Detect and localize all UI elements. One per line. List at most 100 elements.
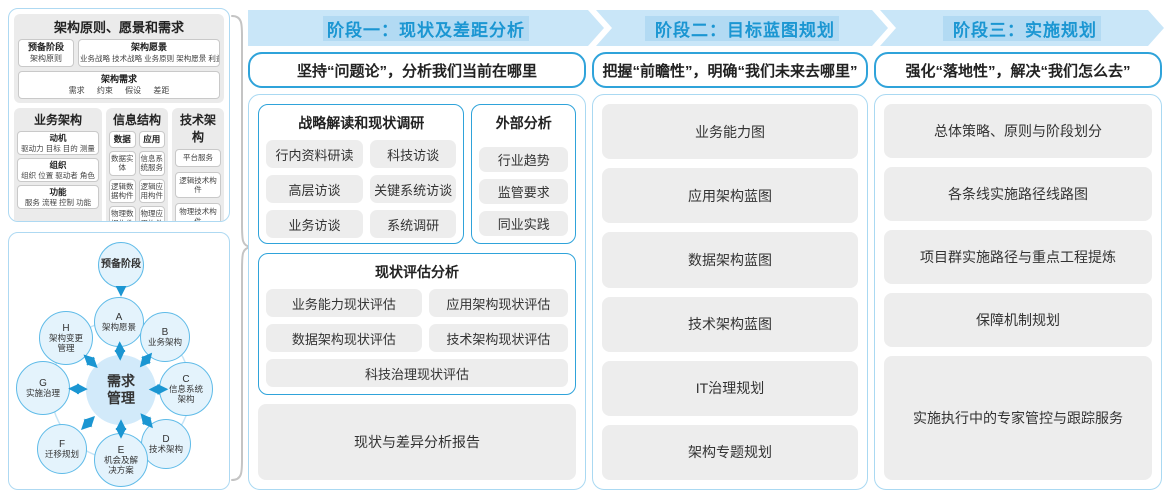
vision-content: 业务战略 技术战略 业务原则 架构愿景 利益相关者 (80, 53, 219, 63)
assessment-group-title: 现状评估分析 (375, 264, 459, 280)
external-analysis-title: 外部分析 (495, 115, 552, 131)
business-item-title: 动机 (49, 133, 67, 144)
gap-analysis-report-box: 现状与差异分析报告 (258, 404, 576, 480)
architecture-content-panel: 架构原则、愿景和需求 预备阶段 架构原则 架构愿景 业务战略 技术战略 业务原则… (8, 8, 230, 222)
adm-node-label: 迁移规划 (44, 448, 79, 459)
application-item: 逻辑应用构件 (138, 178, 165, 204)
data-item: 数据实体 (109, 150, 136, 176)
phase3-item: 总体策略、原则与阶段划分 (884, 104, 1152, 158)
phase3-column: 总体策略、原则与阶段划分 各条线实施路径线路图 项目群实施路径与重点工程提炼 保… (874, 94, 1162, 490)
phase1-band: 阶段一：现状及差距分析 (248, 10, 604, 46)
phase3-title: 阶段三：实施规划 (943, 16, 1101, 41)
adm-node-d: D 技术架构 (141, 419, 191, 469)
adm-cycle-diagram: 预备阶段 A 架构愿景 B 业务架构 C 信息系统架构 D 技术架构 (9, 233, 229, 489)
tech-item: 物理技术构件 (175, 203, 221, 221)
phase2-item: IT治理规划 (602, 360, 858, 416)
business-item: 功能 服务 流程 控制 功能 (17, 185, 99, 210)
phase2-item: 数据架构蓝图 (602, 232, 858, 288)
assessment-item: 科技治理现状评估 (266, 359, 568, 387)
business-item-title: 组织 (49, 160, 67, 171)
assessment-group: 现状评估分析 业务能力现状评估 应用架构现状评估 数据架构现状评估 技术架构现状… (258, 253, 576, 395)
business-architecture-column: 业务架构 动机 驱动力 目标 目的 测量 组织 组织 位置 驱动者 角色 功能 … (14, 108, 102, 221)
phase2-item: 应用架构蓝图 (602, 168, 858, 224)
prep-phase-content: 架构原则 (30, 53, 62, 63)
phase3-item: 各条线实施路径线路图 (884, 166, 1152, 221)
phase1-subtitle: 坚持“问题论”，分析我们当前在哪里 (248, 52, 586, 88)
phase1-column: 战略解读和现状调研 行内资料研读 科技访谈 高层访谈 关键系统访谈 业务访谈 系… (248, 94, 586, 490)
phase1-title: 阶段一：现状及差距分析 (323, 16, 529, 41)
adm-node-letter: A (115, 311, 123, 323)
tech-item: 逻辑技术构件 (175, 171, 221, 199)
adm-node-prep-label: 预备阶段 (101, 259, 141, 270)
technical-architecture-title: 技术架构 (179, 113, 216, 145)
phase2-item: 架构专题规划 (602, 424, 858, 481)
phase2-title: 阶段二：目标蓝图规划 (645, 16, 839, 41)
adm-center-node: 需求管理 (86, 355, 156, 425)
information-structure-title: 信息结构 (112, 113, 161, 128)
principles-section: 架构原则、愿景和需求 预备阶段 架构原则 架构愿景 业务战略 技术战略 业务原则… (14, 14, 224, 104)
business-architecture-title: 业务架构 (33, 113, 82, 128)
requirement-title: 架构需求 (100, 74, 137, 85)
business-item: 动机 驱动力 目标 目的 测量 (17, 131, 99, 156)
phase2-subtitle: 把握“前瞻性”，明确“我们未来去哪里” (592, 52, 868, 88)
assessment-item: 数据架构现状评估 (266, 324, 422, 352)
data-header: 数据 (109, 131, 136, 148)
business-item: 组织 组织 位置 驱动者 角色 (17, 158, 99, 183)
adm-node-h: H 架构变更管理 (39, 311, 93, 365)
phase3-subtitle: 强化“落地性”，解决“我们怎么去” (874, 52, 1162, 88)
adm-node-label: 实施治理 (25, 387, 60, 398)
business-item-title: 功能 (49, 187, 67, 198)
principles-section-title: 架构原则、愿景和需求 (53, 20, 184, 35)
survey-item: 关键系统访谈 (369, 175, 457, 203)
business-item-content: 组织 位置 驱动者 角色 (21, 170, 95, 180)
requirement-content: 需求 约束 假设 差距 (68, 85, 170, 95)
adm-node-g: G 实施治理 (16, 361, 70, 415)
vision-box: 架构愿景 业务战略 技术战略 业务原则 架构愿景 利益相关者 (78, 39, 220, 68)
adm-node-a: A 架构愿景 (94, 297, 144, 347)
phase2-item: 业务能力图 (602, 104, 858, 160)
application-subcolumn: 应用 信息系统服务 逻辑应用构件 物理应用构件 (138, 131, 165, 221)
external-analysis-group: 外部分析 行业趋势 监管要求 同业实践 (471, 104, 576, 244)
requirement-box: 架构需求 需求 约束 假设 差距 (18, 71, 220, 100)
adm-node-prep: 预备阶段 (98, 242, 144, 288)
survey-item: 科技访谈 (369, 140, 457, 168)
survey-item: 业务访谈 (266, 210, 363, 238)
external-item: 同业实践 (479, 211, 568, 236)
application-item: 物理应用构件 (138, 206, 165, 221)
data-item: 物理数据构件 (109, 206, 136, 221)
adm-node-label: 机会及解决方案 (103, 454, 138, 475)
survey-group: 战略解读和现状调研 行内资料研读 科技访谈 高层访谈 关键系统访谈 业务访谈 系… (258, 104, 465, 244)
phase2-item: 技术架构蓝图 (602, 296, 858, 352)
data-subcolumn: 数据 数据实体 逻辑数据构件 物理数据构件 (109, 131, 136, 221)
information-structure-column: 信息结构 数据 数据实体 逻辑数据构件 物理数据构件 应用 信息系统服务 逻辑应… (106, 108, 168, 221)
application-item: 信息系统服务 (138, 150, 165, 176)
assessment-item: 业务能力现状评估 (266, 289, 422, 317)
survey-group-title: 战略解读和现状调研 (298, 115, 425, 131)
adm-node-f: F 迁移规划 (37, 424, 87, 474)
external-item: 监管要求 (479, 179, 568, 204)
phase2-column: 业务能力图 应用架构蓝图 数据架构蓝图 技术架构蓝图 IT治理规划 架构专题规划 (592, 94, 868, 490)
phase2-band: 阶段二：目标蓝图规划 (596, 10, 888, 46)
prep-phase-title: 预备阶段 (27, 42, 64, 52)
adm-node-label: 业务架构 (147, 336, 182, 347)
phase3-item: 实施执行中的专家管控与跟踪服务 (884, 355, 1152, 480)
adm-node-c: C 信息系统架构 (159, 362, 213, 416)
tech-item: 平台服务 (175, 149, 221, 167)
adm-node-b: B 业务架构 (140, 312, 190, 362)
adm-node-label: 架构愿景 (101, 321, 136, 332)
adm-node-label: 技术架构 (148, 443, 183, 454)
business-item-content: 驱动力 目标 目的 测量 (21, 143, 95, 153)
adm-node-letter: G (39, 377, 47, 389)
adm-cycle-panel: 预备阶段 A 架构愿景 B 业务架构 C 信息系统架构 D 技术架构 (8, 232, 230, 490)
survey-item: 行内资料研读 (266, 140, 363, 168)
assessment-item: 应用架构现状评估 (428, 289, 568, 317)
adm-node-label: 信息系统架构 (168, 383, 203, 404)
vision-title: 架构愿景 (130, 42, 167, 52)
external-item: 行业趋势 (479, 147, 568, 172)
adm-node-label: 架构变更管理 (48, 332, 83, 353)
survey-item: 系统调研 (369, 210, 457, 238)
technical-architecture-column: 技术架构 平台服务 逻辑技术构件 物理技术构件 (172, 108, 224, 221)
business-item-content: 服务 流程 控制 功能 (24, 197, 92, 207)
phase3-item: 保障机制规划 (884, 292, 1152, 347)
